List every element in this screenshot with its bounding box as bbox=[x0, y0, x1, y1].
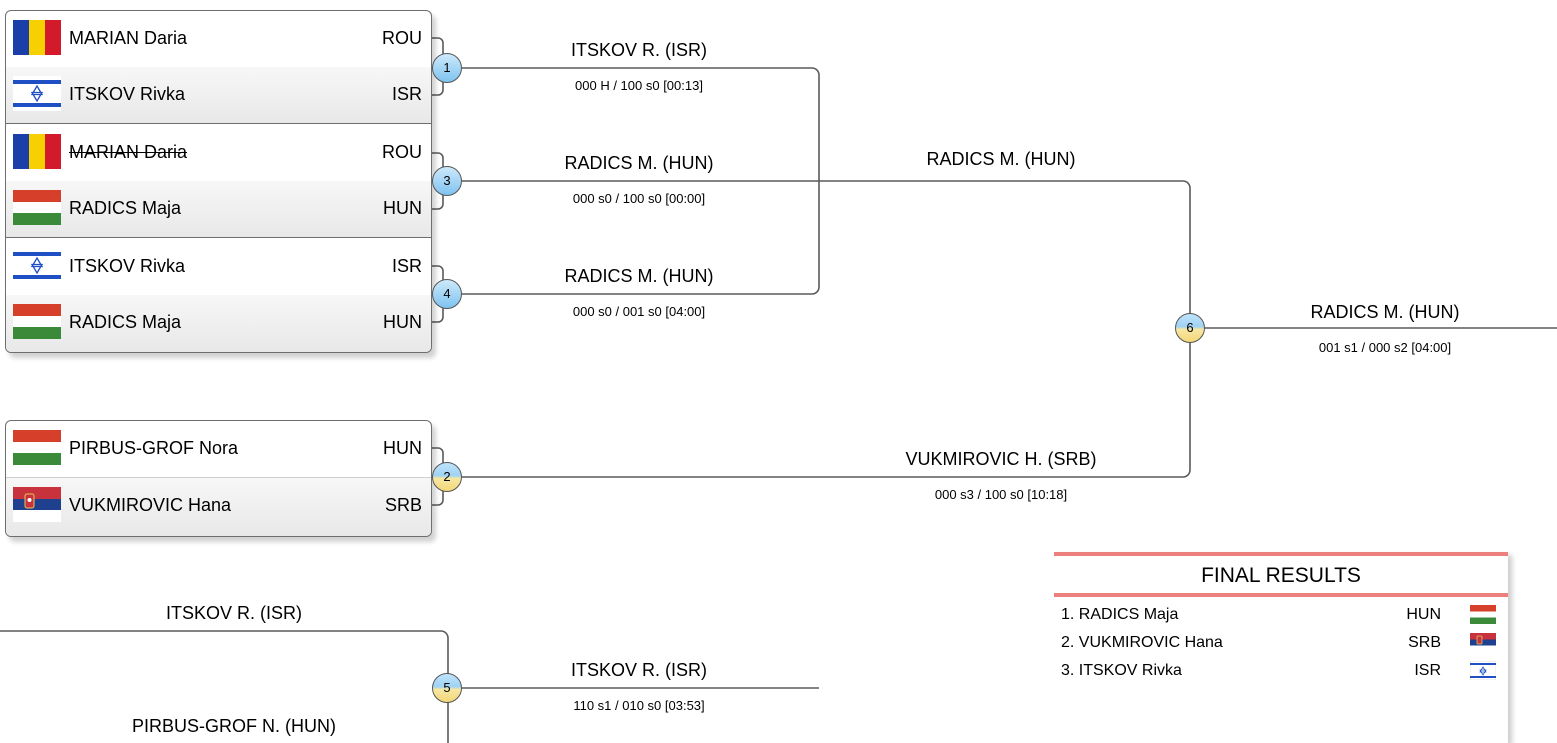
match-number-badge[interactable]: 5 bbox=[432, 673, 462, 703]
match-winner-label: VUKMIROVIC H. (SRB) bbox=[905, 449, 1097, 469]
competitor-name: ITSKOV Rivka bbox=[69, 84, 186, 104]
match-winner-label: ITSKOV R. (ISR) bbox=[570, 660, 708, 680]
result-rank-name: 3. ITSKOV Rivka bbox=[1061, 662, 1182, 679]
competitor-name: RADICS Maja bbox=[69, 312, 182, 332]
competitor-name: MARIAN Daria bbox=[69, 142, 188, 162]
pool-row[interactable]: PIRBUS-GROF Nora HUN bbox=[6, 421, 431, 478]
match-score-label: 000 s0 / 001 s0 [04:00] bbox=[572, 304, 706, 319]
pool-row[interactable]: MARIAN Daria ROU bbox=[6, 11, 431, 68]
final-result-row: 3. ITSKOV Rivka ISR bbox=[1061, 660, 1496, 684]
match-score-label: 000 s3 / 100 s0 [10:18] bbox=[934, 487, 1068, 502]
result-nation: HUN bbox=[1406, 606, 1441, 623]
competitor-nation: ROU bbox=[382, 142, 422, 162]
hungary-flag-icon bbox=[1470, 605, 1496, 624]
hungary-flag-icon bbox=[13, 304, 61, 339]
romania-flag-icon bbox=[13, 20, 61, 55]
match-winner-label: RADICS M. (HUN) bbox=[1310, 302, 1460, 322]
match-number-badge[interactable]: 1 bbox=[432, 53, 462, 83]
israel-flag-icon bbox=[1470, 661, 1496, 680]
result-nation: SRB bbox=[1408, 634, 1441, 651]
final-results-panel: FINAL RESULTS 1. RADICS Maja HUN 2. VUKM… bbox=[1054, 552, 1508, 743]
final-result-row: 1. RADICS Maja HUN bbox=[1061, 604, 1496, 628]
match-score-label: 000 H / 100 s0 [00:13] bbox=[575, 78, 703, 93]
competitor-name: ITSKOV Rivka bbox=[69, 256, 186, 276]
repechage-top-player: ITSKOV R. (ISR) bbox=[165, 603, 303, 623]
repechage-bottom-player: PIRBUS-GROF N. (HUN) bbox=[132, 716, 336, 736]
competitor-name: PIRBUS-GROF Nora bbox=[69, 438, 239, 458]
competitor-nation: ROU bbox=[382, 28, 422, 48]
match-score-label: 001 s1 / 000 s2 [04:00] bbox=[1318, 340, 1452, 355]
match-score-label: 110 s1 / 010 s0 [03:53] bbox=[573, 698, 705, 713]
hungary-flag-icon bbox=[13, 430, 61, 465]
pool-row[interactable]: RADICS Maja HUN bbox=[6, 295, 431, 352]
competitor-nation: SRB bbox=[384, 495, 422, 515]
romania-flag-icon bbox=[13, 134, 61, 169]
pool-row[interactable]: ITSKOV Rivka ISR bbox=[6, 239, 431, 296]
final-results-top-bar bbox=[1054, 552, 1508, 556]
result-rank-name: 2. VUKMIROVIC Hana bbox=[1061, 634, 1223, 651]
competitor-nation: HUN bbox=[383, 198, 422, 218]
israel-flag-icon bbox=[13, 248, 61, 283]
final-results-title: FINAL RESULTS bbox=[1201, 564, 1361, 587]
pool-a: MARIAN Daria ROU ITSKOV Rivka ISR MARIAN… bbox=[5, 10, 432, 353]
hungary-flag-icon bbox=[13, 190, 61, 225]
match-winner-label: ITSKOV R. (ISR) bbox=[570, 40, 708, 60]
israel-flag-icon bbox=[13, 76, 61, 111]
pool-b: PIRBUS-GROF Nora HUN VUKMIROVIC Hana SRB bbox=[5, 420, 432, 537]
competitor-nation: HUN bbox=[383, 438, 422, 458]
match-number-badge[interactable]: 2 bbox=[432, 462, 462, 492]
pool-row[interactable]: VUKMIROVIC Hana SRB bbox=[6, 478, 431, 536]
competitor-nation: ISR bbox=[391, 84, 422, 104]
serbia-flag-icon bbox=[13, 487, 61, 522]
competitor-name: RADICS Maja bbox=[69, 198, 182, 218]
serbia-flag-icon bbox=[1470, 633, 1496, 652]
match-winner-label: RADICS M. (HUN) bbox=[564, 266, 714, 286]
result-nation: ISR bbox=[1414, 662, 1441, 679]
match-winner-label: RADICS M. (HUN) bbox=[564, 153, 714, 173]
pool-row[interactable]: MARIAN Daria ROU bbox=[6, 125, 431, 182]
final-results-divider bbox=[1054, 593, 1508, 597]
competitor-name: MARIAN Daria bbox=[69, 28, 188, 48]
final-result-row: 2. VUKMIROVIC Hana SRB bbox=[1061, 632, 1496, 656]
result-rank-name: 1. RADICS Maja bbox=[1061, 606, 1179, 623]
match-number-badge[interactable]: 3 bbox=[432, 166, 462, 196]
competitor-nation: HUN bbox=[383, 312, 422, 332]
pool-row[interactable]: ITSKOV Rivka ISR bbox=[6, 67, 431, 124]
match-number-badge[interactable]: 4 bbox=[432, 279, 462, 309]
match-number-badge[interactable]: 6 bbox=[1175, 313, 1205, 343]
match-score-label: 000 s0 / 100 s0 [00:00] bbox=[572, 191, 706, 206]
pool-row[interactable]: RADICS Maja HUN bbox=[6, 181, 431, 238]
pool-winner-label: RADICS M. (HUN) bbox=[926, 149, 1076, 169]
competitor-nation: ISR bbox=[391, 256, 422, 276]
competitor-name: VUKMIROVIC Hana bbox=[69, 495, 232, 515]
